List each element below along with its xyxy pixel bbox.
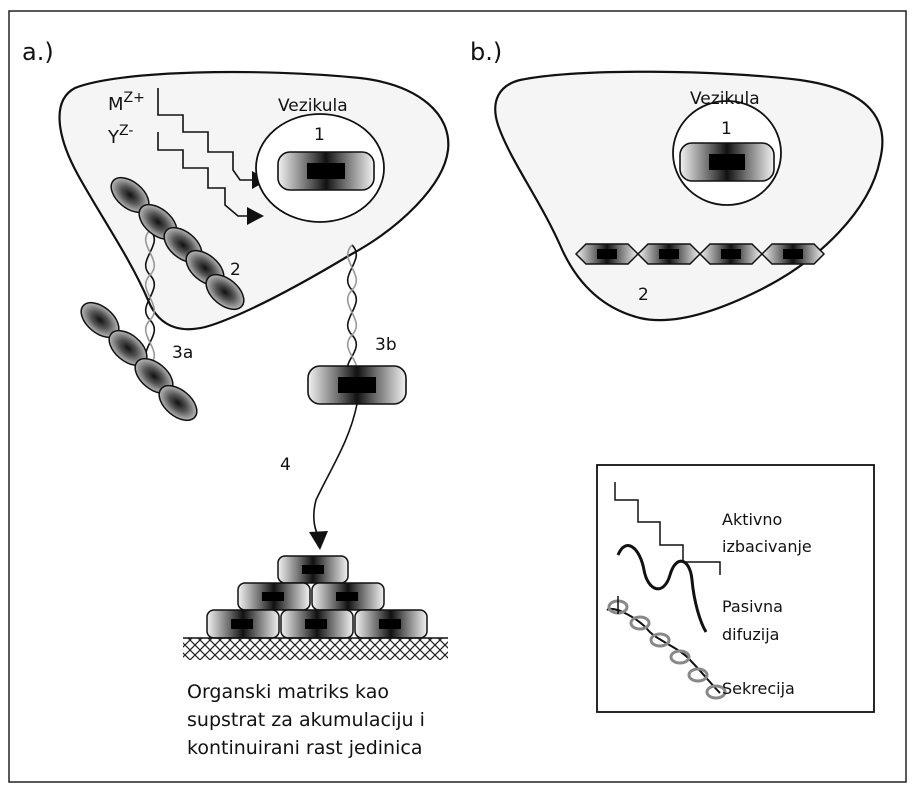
ion-m-label: MZ+ [108, 90, 145, 115]
arrow-4 [313, 403, 358, 536]
helix-3b [346, 244, 358, 373]
legend-passive-line-2: difuzija [722, 625, 779, 644]
ion-y-label: YZ- [107, 123, 133, 148]
legend-active-line-1: Aktivno [722, 510, 782, 529]
arrow-4-head [309, 531, 328, 550]
helix-3a [144, 229, 156, 366]
legend-active-line-2: izbacivanje [722, 537, 812, 556]
vesicle-b-unit-core [709, 154, 745, 170]
chain-3a [80, 301, 198, 422]
active-transport-line-1 [157, 88, 255, 181]
chain-2-a-number: 2 [230, 260, 241, 280]
legend-active-icon [614, 482, 721, 575]
unit-pyramid [206, 555, 428, 639]
organic-matrix [183, 638, 448, 660]
vesicle-a-label: Vezikula [278, 96, 348, 116]
caption-line-2: supstrat za akumulaciju i [187, 709, 425, 731]
active-transport-line-2 [157, 132, 250, 217]
label-3a: 3a [172, 343, 193, 363]
caption-line-3: kontinuirani rast jedinica [187, 737, 422, 759]
legend-box [596, 464, 875, 713]
secreted-unit-3b-core [338, 377, 376, 393]
active-transport-arrowhead-2 [247, 207, 264, 225]
caption-line-1: Organski matriks kao [187, 681, 389, 703]
legend-passive-icon [616, 544, 708, 633]
legend-passive-line-1: Pasivna [722, 597, 783, 616]
vesicle-a-unit-core [307, 163, 345, 179]
panel-b-label: b.) [470, 38, 502, 66]
legend-secretion: Sekrecija [722, 679, 795, 698]
legend-secretion-icon [606, 596, 727, 700]
label-3b: 3b [375, 335, 397, 355]
chain-2-b-number: 2 [638, 285, 649, 305]
label-4: 4 [280, 455, 291, 475]
chain-2-a [110, 176, 245, 311]
panel-a-label: a.) [22, 38, 54, 66]
vesicle-a-number: 1 [314, 125, 325, 145]
chain-2-b [574, 243, 826, 265]
vesicle-b-number: 1 [721, 119, 732, 139]
vesicle-b-label: Vezikula [690, 89, 760, 109]
